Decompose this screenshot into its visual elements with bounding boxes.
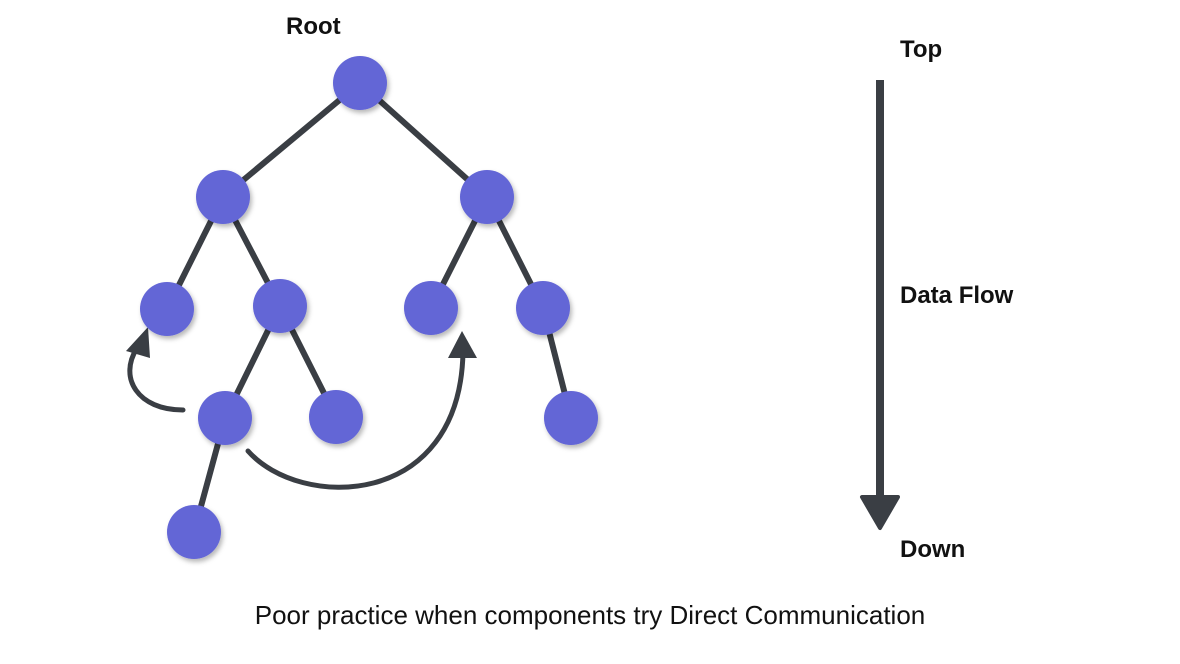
node-right-left (404, 281, 458, 335)
node-left-left (140, 282, 194, 336)
direct-communication-arrows (126, 327, 477, 490)
data-flow-arrow-head (860, 495, 900, 530)
root-label: Root (286, 13, 341, 40)
node-grandchild-b (309, 390, 363, 444)
node-right-right (516, 281, 570, 335)
arrow-to-sibling-curve (127, 345, 186, 413)
data-flow-arrow (860, 80, 900, 530)
node-great-grandchild (167, 505, 221, 559)
node-left (196, 170, 250, 224)
node-root (333, 56, 387, 110)
diagram-caption: Poor practice when components try Direct… (254, 600, 926, 630)
down-label: Down (900, 536, 966, 563)
node-right (460, 170, 514, 224)
node-grandchild-c (544, 391, 598, 445)
edge-root-right (357, 80, 490, 200)
tree-edges (164, 80, 574, 535)
tree-nodes (140, 56, 598, 559)
data-flow-label: Data Flow (900, 282, 1014, 309)
edge-root-left (220, 80, 363, 200)
arrow-to-cousin-head (448, 331, 477, 358)
arrow-to-sibling-head (126, 327, 150, 358)
arrow-to-cousin-curve (245, 349, 466, 490)
node-left-right (253, 279, 307, 333)
node-grandchild-a (198, 391, 252, 445)
top-label: Top (900, 36, 943, 63)
